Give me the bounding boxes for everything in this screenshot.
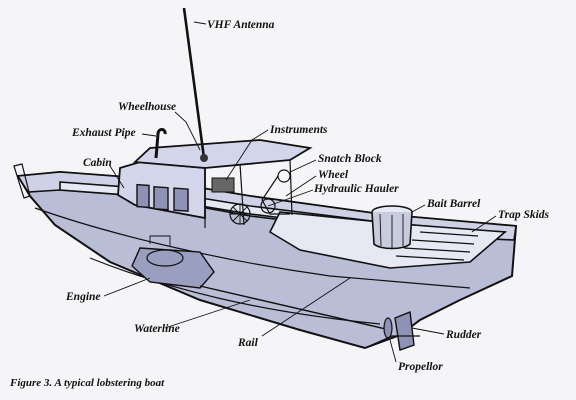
label-wheel: Wheel: [318, 169, 349, 181]
label-rail: Rail: [237, 337, 259, 349]
window-2: [153, 186, 169, 211]
figure-caption: Figure 3. A typical lobstering boat: [9, 377, 165, 389]
label-engine: Engine: [65, 291, 101, 303]
label-hydraulic-hauler: Hydraulic Hauler: [313, 183, 399, 195]
label-instruments: Instruments: [269, 124, 328, 136]
label-cabin: Cabin: [83, 157, 112, 169]
engine: [131, 235, 215, 289]
antenna-base: [200, 154, 208, 162]
exhaust-pipe: [154, 128, 167, 159]
prop-shaft: [199, 285, 391, 331]
label-waterline: Waterline: [134, 323, 180, 335]
label-snatch-block: Snatch Block: [318, 153, 382, 165]
instruments-panel: [211, 177, 235, 193]
rudder-shape: [394, 311, 415, 351]
label-trap-skids: Trap Skids: [498, 209, 550, 221]
bow-stem: [13, 163, 31, 199]
wheelhouse-roof: [132, 139, 313, 169]
propellor-shape: [383, 317, 393, 339]
label-propellor: Propellor: [398, 361, 443, 373]
vhf-antenna-mast: [182, 7, 206, 159]
bait-barrel: [371, 205, 413, 250]
waterline-line: [89, 257, 381, 325]
label-wheelhouse: Wheelhouse: [118, 101, 176, 113]
window-3: [173, 187, 189, 212]
trap-skids: [395, 231, 479, 261]
hydraulic-hauler: [260, 169, 291, 215]
label-rudder: Rudder: [445, 329, 482, 341]
skeg: [364, 335, 420, 349]
label-vhf-antenna: VHF Antenna: [207, 19, 275, 31]
wheelhouse-frame: [204, 159, 293, 228]
label-bait-barrel: Bait Barrel: [426, 198, 481, 210]
rail-line: [34, 207, 471, 289]
leader-lines: [103, 21, 497, 363]
window-1: [136, 183, 150, 209]
label-exhaust-pipe: Exhaust Pipe: [71, 127, 136, 139]
steering-wheel: [229, 203, 251, 225]
